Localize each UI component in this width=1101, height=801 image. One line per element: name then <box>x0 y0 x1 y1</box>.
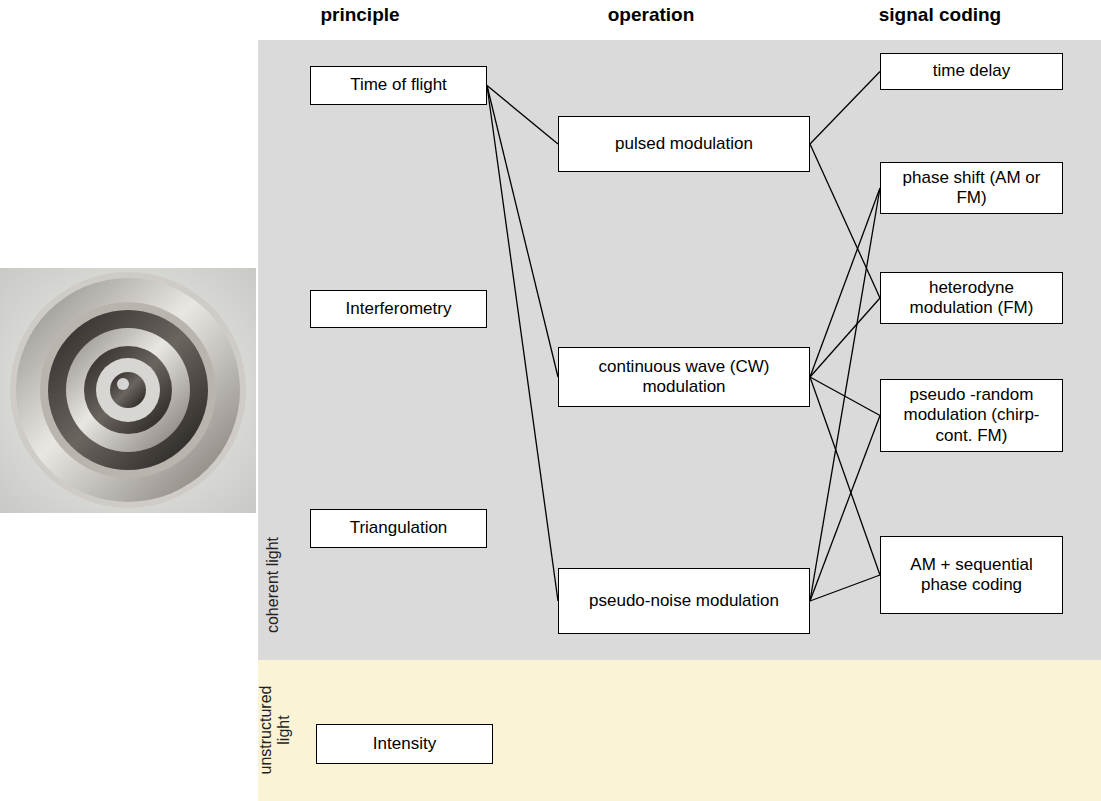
box-label: phase shift (AM or FM) <box>886 168 1057 209</box>
column-header: operation <box>608 4 695 26</box>
box-label: Intensity <box>373 734 436 754</box>
method-box: continuous wave (CW) modulation <box>558 347 810 407</box>
method-box: time delay <box>880 53 1063 90</box>
method-box: Intensity <box>316 724 493 764</box>
connector-line <box>810 72 880 145</box>
box-label: AM + sequential phase coding <box>886 555 1057 596</box>
column-header: principle <box>320 4 399 26</box>
method-box: phase shift (AM or FM) <box>880 162 1063 214</box>
connector-line <box>487 86 558 145</box>
method-box: pseudo -random modulation (chirp-cont. F… <box>880 379 1063 452</box>
light-band: unstructured lightIntensity <box>258 660 1101 801</box>
method-box: Triangulation <box>310 509 487 548</box>
connector-line <box>487 86 558 602</box>
method-box: AM + sequential phase coding <box>880 536 1063 614</box>
method-box: pulsed modulation <box>558 116 810 172</box>
box-label: Triangulation <box>350 518 448 538</box>
band-label: unstructured light <box>257 680 292 780</box>
band-label: coherent light <box>264 537 282 633</box>
connector-line <box>810 377 880 575</box>
connector-line <box>810 298 880 377</box>
box-label: Time of flight <box>350 75 447 95</box>
connector-line <box>487 86 558 378</box>
instrument-photo <box>0 268 256 513</box>
column-header: signal coding <box>879 4 1001 26</box>
method-box: Time of flight <box>310 66 487 105</box>
box-label: Interferometry <box>346 299 452 319</box>
connector-line <box>810 188 880 601</box>
connector-line <box>810 144 880 298</box>
connector-line <box>810 575 880 601</box>
method-box: heterodyne modulation (FM) <box>880 272 1063 324</box>
method-box: Interferometry <box>310 290 487 328</box>
box-label: pseudo-noise modulation <box>589 591 779 611</box>
connector-line <box>810 416 880 602</box>
box-label: continuous wave (CW) modulation <box>564 357 804 398</box>
light-band: coherent light Time of flightInterferomet… <box>258 40 1101 660</box>
method-box: pseudo-noise modulation <box>558 568 810 634</box>
connector-line <box>810 188 880 377</box>
box-label: heterodyne modulation (FM) <box>886 278 1057 319</box>
box-label: time delay <box>933 61 1010 81</box>
box-label: pulsed modulation <box>615 134 753 154</box>
box-label: pseudo -random modulation (chirp-cont. F… <box>886 385 1057 446</box>
